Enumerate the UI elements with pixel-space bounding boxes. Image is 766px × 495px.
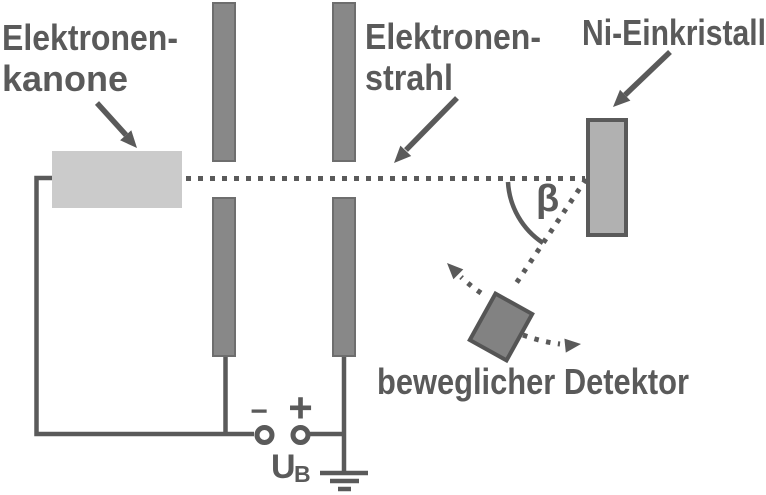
aperture-plate-2-bottom xyxy=(332,197,356,357)
plus-polarity-label: + xyxy=(288,384,313,431)
beta-angle-arc xyxy=(505,181,545,245)
electron-gun-label-line2: kanone xyxy=(2,58,128,99)
aperture-plate-1-top xyxy=(212,2,236,162)
electron-beam-label-line2: strahl xyxy=(365,57,453,98)
detector-rect xyxy=(467,290,535,364)
gun-circuit-wire xyxy=(34,175,254,437)
electron-gun-body xyxy=(52,151,182,208)
detector-motion-arrowhead-right-icon xyxy=(564,338,581,353)
gun-pointer-arrowhead-icon xyxy=(120,130,137,148)
ni-crystal xyxy=(586,118,628,237)
ground-symbol xyxy=(320,470,368,492)
detector-motion-arc-left xyxy=(459,275,483,296)
gun-pointer-arrow xyxy=(94,101,129,137)
detector-label: beweglicher Detektor xyxy=(377,361,689,402)
electron-beam-label-line1: Elektronen- xyxy=(365,16,541,57)
detector-motion-arrowhead-left-icon xyxy=(447,263,464,280)
scattered-beam-dotted-line xyxy=(510,177,589,290)
aperture-plate-1-bottom xyxy=(212,197,236,357)
voltage-subscript-label: B xyxy=(294,461,311,487)
aperture-plate-2-top xyxy=(332,2,356,162)
voltage-symbol-label: U xyxy=(271,448,296,486)
crystal-pointer-arrow xyxy=(623,50,672,97)
electron-gun-label-line1: Elektronen- xyxy=(2,17,178,58)
crystal-pointer-arrowhead-icon xyxy=(613,89,631,107)
detector-motion-arc-right xyxy=(522,332,561,347)
beam-pointer-arrowhead-icon xyxy=(394,145,412,163)
battery-terminal-minus xyxy=(254,425,275,445)
detector-body xyxy=(467,290,535,364)
minus-polarity-label: − xyxy=(250,395,268,428)
ni-crystal-label: Ni-Einkristall xyxy=(582,12,766,53)
battery-terminal-plus xyxy=(290,425,311,445)
beam-pointer-arrow xyxy=(404,96,459,152)
beta-angle-label: β xyxy=(536,178,559,220)
